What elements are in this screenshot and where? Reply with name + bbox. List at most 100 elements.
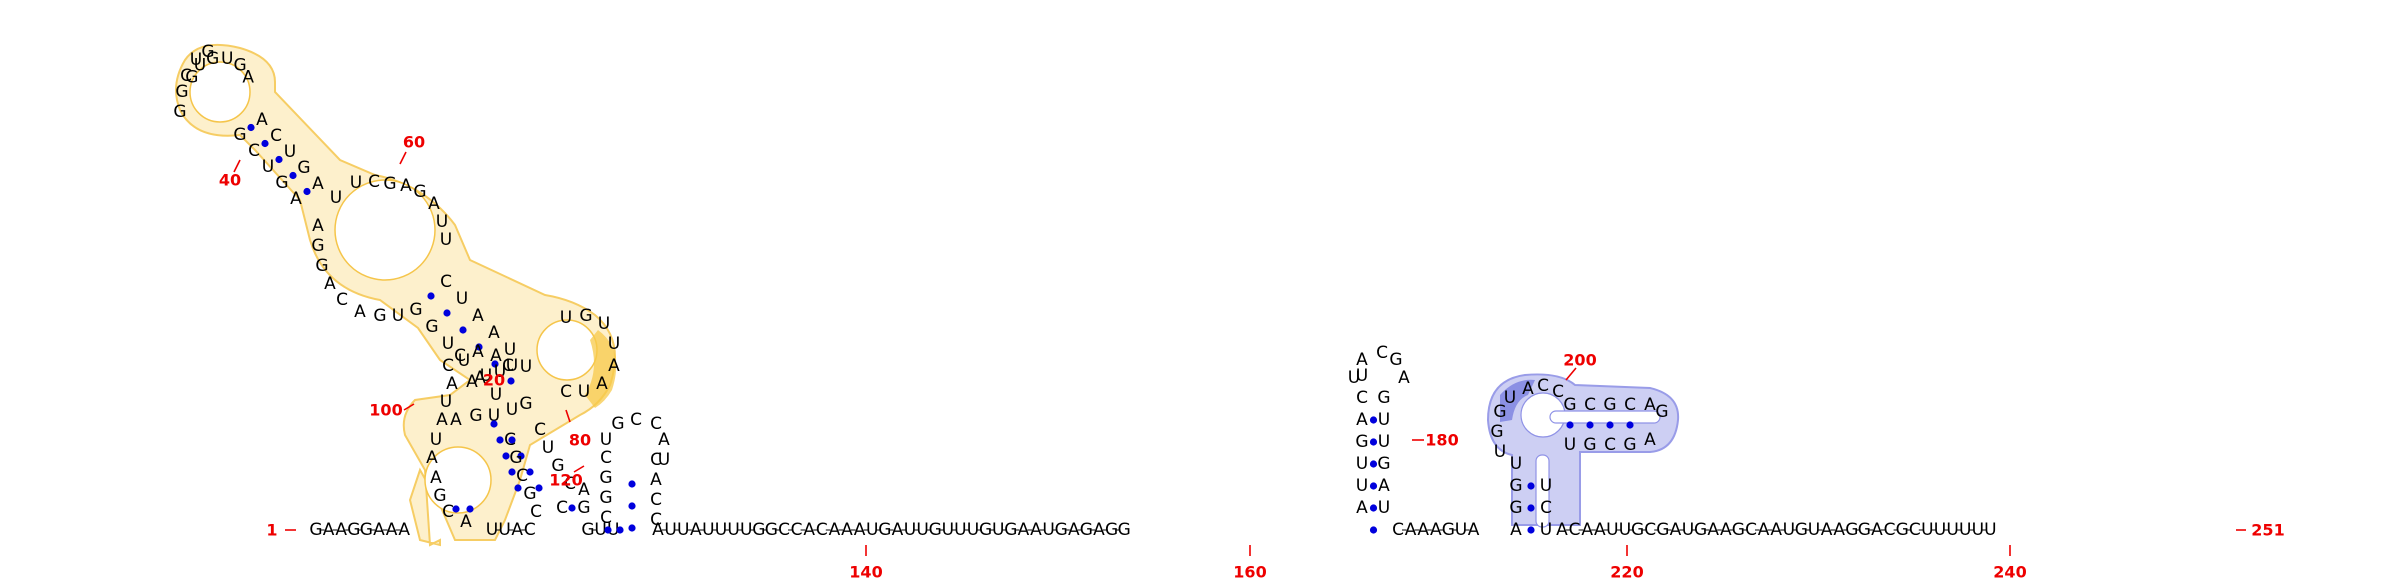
nucleotide: C — [502, 356, 514, 376]
nucleotide: U — [1540, 476, 1552, 496]
nucleotide: G — [433, 486, 446, 506]
nucleotide: C — [530, 502, 542, 522]
nucleotide: C — [1392, 520, 1404, 540]
nucleotide: G — [599, 488, 612, 508]
highlight-accent-blue — [1500, 379, 1535, 422]
position-number: 180 — [1425, 431, 1458, 450]
nucleotide: G — [1004, 520, 1017, 540]
base-pair-dot — [526, 468, 534, 476]
nucleotide: U — [440, 230, 452, 250]
nucleotide: C — [1540, 498, 1552, 518]
nucleotide: C — [1745, 520, 1757, 540]
nucleotide: A — [1670, 520, 1682, 540]
base-pair-dot — [508, 468, 516, 476]
nucleotide: G — [1631, 520, 1644, 540]
nucleotide: G — [1055, 520, 1068, 540]
position-number: 1 — [266, 521, 277, 540]
nucleotide: C — [336, 290, 348, 310]
nucleotide: G — [1858, 520, 1871, 540]
nucleotide: G — [413, 182, 426, 202]
base-pair-dot — [1586, 421, 1594, 429]
nucleotide: G — [551, 456, 564, 476]
nucleotide: C — [560, 382, 572, 402]
nucleotide: A — [323, 520, 335, 540]
nucleotide: G — [1694, 520, 1707, 540]
nucleotide: G — [509, 448, 522, 468]
nucleotide: G — [1845, 520, 1858, 540]
nucleotide: C — [524, 520, 536, 540]
nucleotide: U — [392, 306, 404, 326]
nucleotide: U — [1494, 442, 1506, 462]
base-pair-dot — [475, 343, 483, 351]
nucleotide: G — [1509, 498, 1522, 518]
nucleotide: U — [954, 520, 966, 540]
nucleotide: U — [456, 289, 468, 309]
nucleotide: A — [841, 520, 853, 540]
nucleotide: G — [1442, 520, 1455, 540]
nucleotide: U — [608, 334, 620, 354]
nucleotide: U — [740, 520, 752, 540]
nucleotide: C — [630, 410, 642, 430]
nucleotide: A — [1405, 520, 1417, 540]
nucleotide: U — [1606, 520, 1618, 540]
base-pair-dot — [628, 502, 636, 510]
nucleotide: G — [275, 173, 288, 193]
nucleotide: A — [578, 480, 590, 500]
nucleotide: G — [233, 125, 246, 145]
nucleotide: G — [1655, 402, 1668, 422]
base-pair-dot — [1626, 421, 1634, 429]
nucleotide: U — [677, 520, 689, 540]
nucleotide: G — [1623, 435, 1636, 455]
nucleotide: A — [1758, 520, 1770, 540]
nucleotide: A — [430, 468, 442, 488]
nucleotide: C — [442, 356, 454, 376]
nucleotide: C — [368, 172, 380, 192]
loop-hole — [189, 61, 251, 123]
nucleotide: A — [1821, 520, 1833, 540]
nucleotide: A — [490, 346, 502, 366]
nucleotide: G — [611, 414, 624, 434]
nucleotide: G — [579, 306, 592, 326]
base-pair-dot — [459, 326, 467, 334]
nucleotide: U — [715, 520, 727, 540]
nucleotide: C — [516, 466, 528, 486]
nucleotide: U — [1921, 520, 1933, 540]
nucleotide: G — [425, 317, 438, 337]
base-pair-dot — [261, 139, 269, 148]
nucleotide: G — [233, 56, 246, 76]
nucleotide: A — [650, 470, 662, 490]
nucleotide: G — [1656, 520, 1669, 540]
base-pair-dot — [507, 377, 515, 385]
nucleotide: G — [1563, 395, 1576, 415]
nucleotide: U — [904, 520, 916, 540]
nucleotide: U — [727, 520, 739, 540]
nucleotide: C — [600, 448, 612, 468]
nucleotide: G — [1509, 476, 1522, 496]
stem-hole — [1535, 454, 1550, 528]
nucleotide: C — [440, 272, 452, 292]
number-tick — [403, 403, 415, 411]
nucleotide: C — [1584, 395, 1596, 415]
nucleotide: G — [347, 520, 360, 540]
nucleotide: C — [1537, 376, 1549, 396]
loop-hole — [334, 179, 436, 281]
nucleotide: A — [1356, 350, 1368, 370]
nucleotide: G — [929, 520, 942, 540]
nucleotide: G — [1896, 520, 1909, 540]
nucleotide: G — [383, 174, 396, 194]
nucleotide: A — [400, 176, 412, 196]
nucleotide: A — [398, 520, 410, 540]
nucleotide: U — [1455, 520, 1467, 540]
nucleotide: C — [1356, 388, 1368, 408]
nucleotide: G — [1603, 395, 1616, 415]
nucleotide: C — [650, 450, 662, 470]
nucleotide: A — [1594, 520, 1606, 540]
nucleotide: C — [1884, 520, 1896, 540]
nucleotide: G — [519, 394, 532, 414]
base-pair-dot — [1369, 460, 1378, 468]
nucleotide: G — [409, 300, 422, 320]
nucleotide: G — [373, 306, 386, 326]
position-number: 220 — [1610, 563, 1643, 578]
base-pair-dot — [514, 484, 522, 492]
